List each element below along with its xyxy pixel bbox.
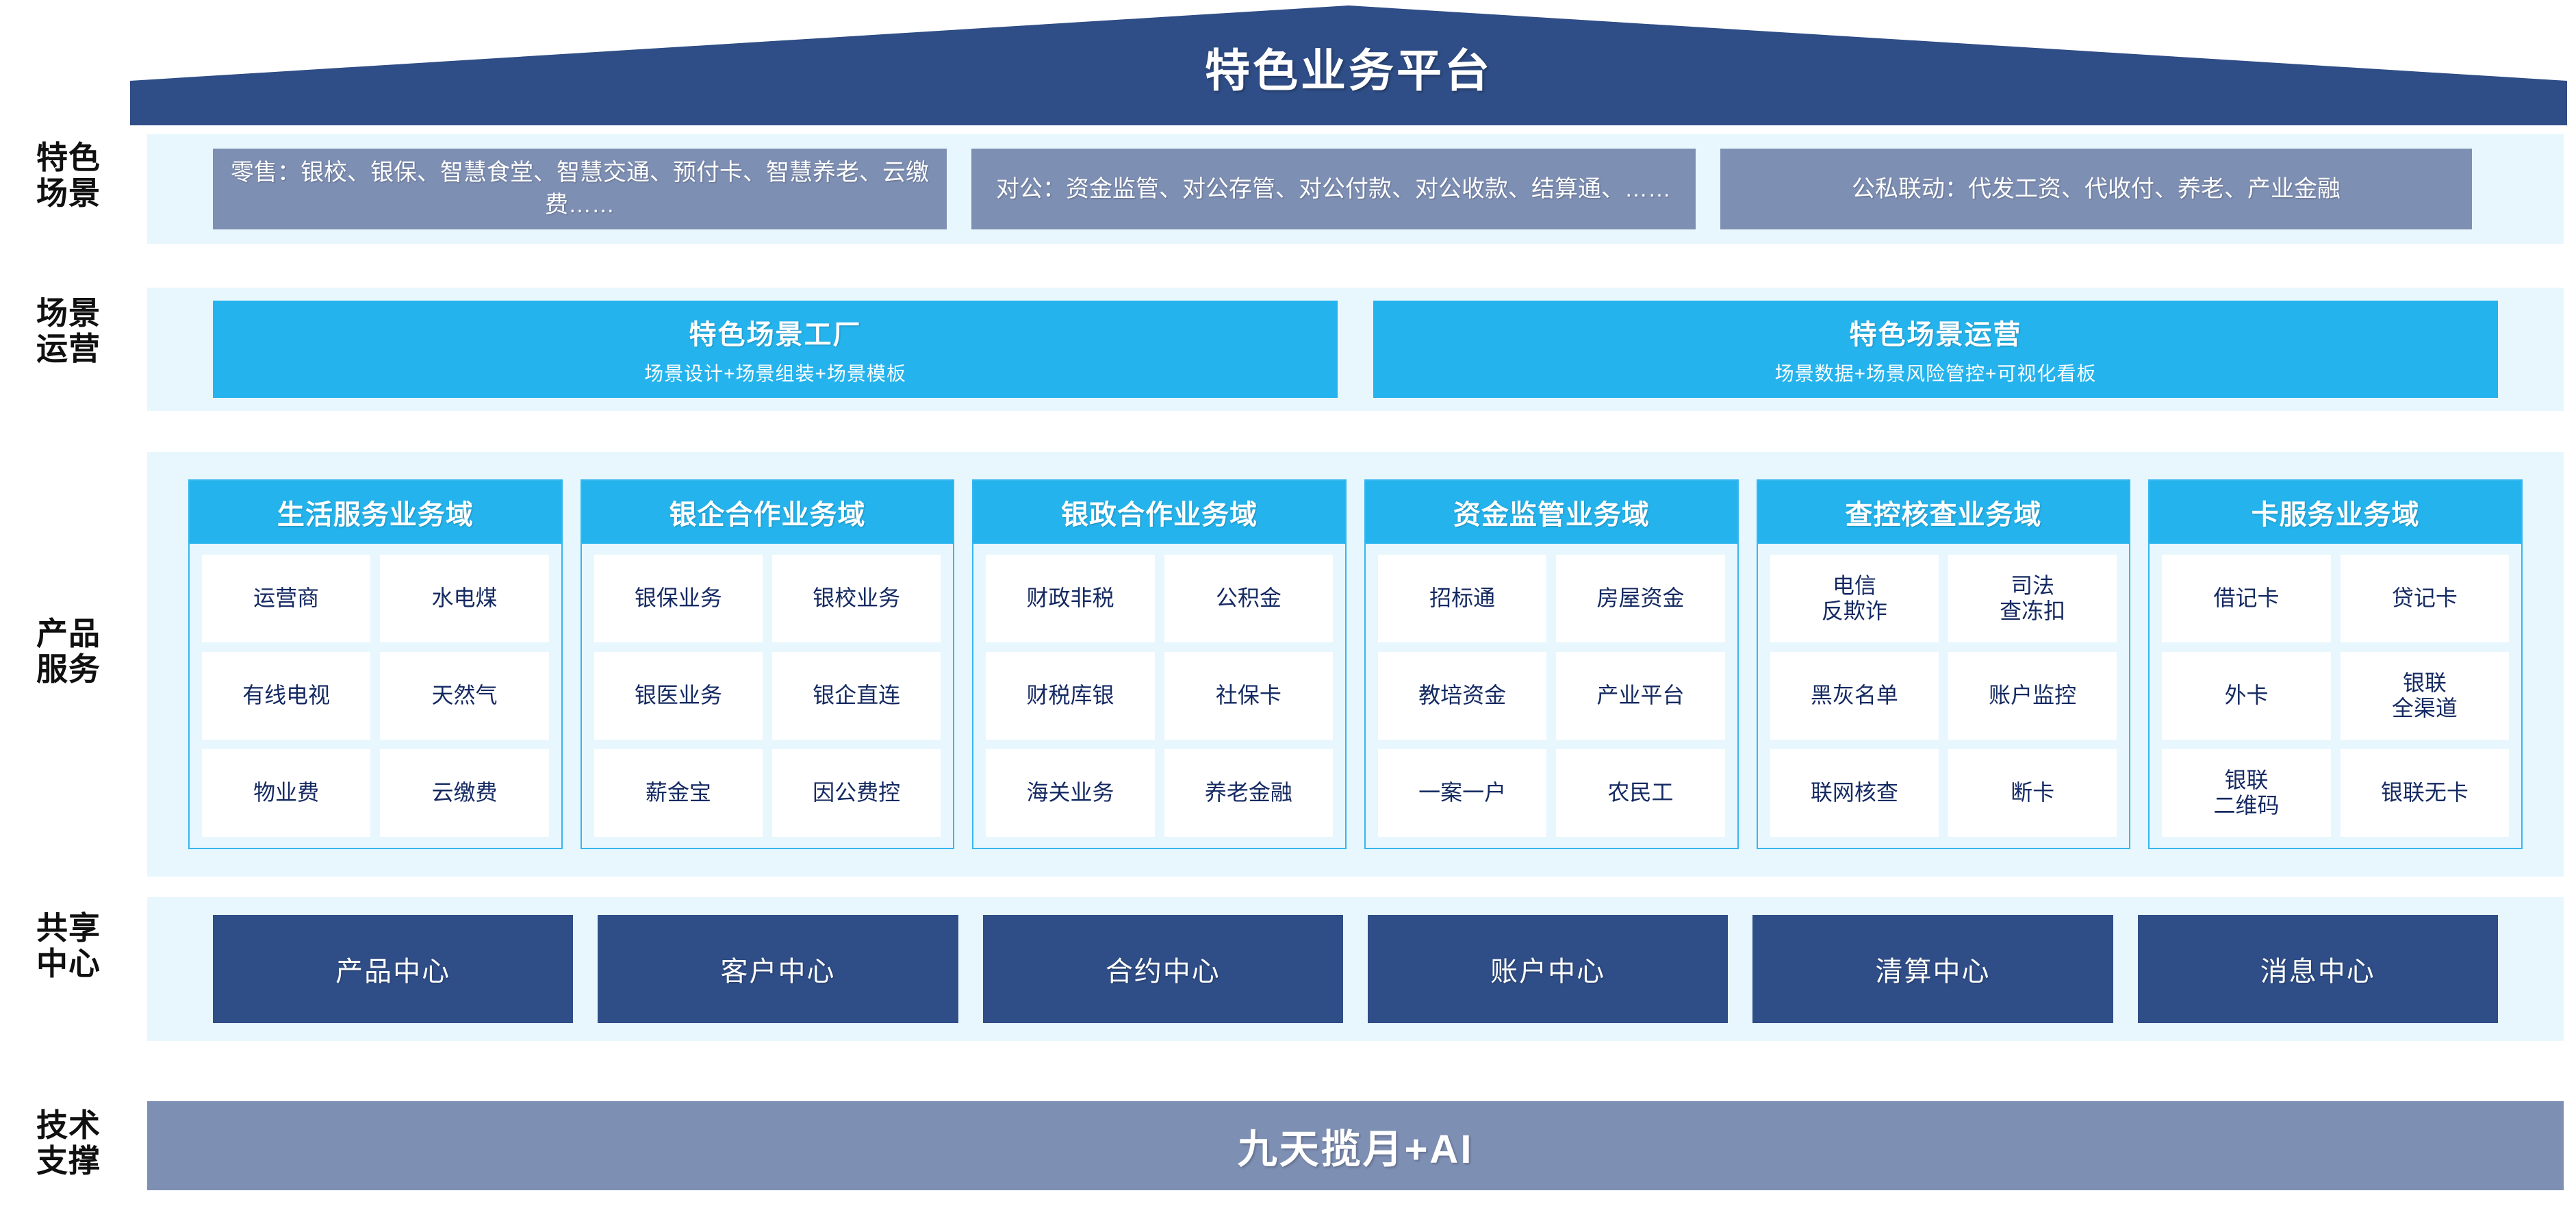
chip-item[interactable]: 社保卡 — [1164, 652, 1334, 740]
chip-item[interactable]: 招标通 — [1378, 555, 1547, 642]
ops-box-scene-factory-subtitle: 场景设计+场景组装+场景模板 — [644, 363, 906, 384]
scene-box-linkage[interactable]: 公私联动：代发工资、代收付、养老、产业金融 — [1720, 149, 2472, 229]
ops-box-scene-operations-subtitle: 场景数据+场景风险管控+可视化看板 — [1774, 363, 2097, 384]
rail-label-tech-support: 技术支撑 — [0, 1107, 137, 1179]
chip-item[interactable]: 银联无卡 — [2340, 749, 2510, 837]
domain-card-card-service[interactable]: 卡服务业务域 借记卡 贷记卡 外卡 银联全渠道 银联二维码 银联无卡 — [2148, 479, 2523, 849]
ops-box-scene-factory[interactable]: 特色场景工厂 场景设计+场景组装+场景模板 — [213, 301, 1338, 398]
left-rail: 特色场景 场景运营 产品服务 共享中心 技术支撑 — [0, 0, 137, 1232]
domain-card-investigation-title: 查控核查业务域 — [1757, 481, 2130, 544]
center-box-account[interactable]: 账户中心 — [1367, 915, 1729, 1023]
chip-item[interactable]: 断卡 — [1948, 749, 2117, 837]
rail-label-shared-center: 共享中心 — [0, 910, 137, 981]
domain-card-investigation[interactable]: 查控核查业务域 电信反欺诈 司法查冻扣 黑灰名单 账户监控 联网核查 断卡 — [1756, 479, 2131, 849]
rail-label-product-service-text: 产品服务 — [36, 616, 101, 687]
domain-card-fund-supervision[interactable]: 资金监管业务域 招标通 房屋资金 教培资金 产业平台 一案一户 农民工 — [1364, 479, 1739, 849]
domain-card-fund-supervision-title: 资金监管业务域 — [1366, 481, 1737, 544]
operations-box-row: 特色场景工厂 场景设计+场景组装+场景模板 特色场景运营 场景数据+场景风险管控… — [147, 288, 2564, 411]
chip-item[interactable]: 薪金宝 — [594, 749, 763, 837]
chip-item[interactable]: 有线电视 — [202, 652, 371, 740]
chip-item[interactable]: 天然气 — [380, 652, 549, 740]
domain-card-card-service-grid: 借记卡 贷记卡 外卡 银联全渠道 银联二维码 银联无卡 — [2150, 544, 2521, 848]
ops-box-scene-factory-title: 特色场景工厂 — [689, 320, 862, 350]
chip-item[interactable]: 账户监控 — [1948, 652, 2117, 740]
chip-item[interactable]: 一案一户 — [1378, 749, 1547, 837]
rail-label-scene-text: 特色场景 — [36, 140, 101, 211]
chip-item[interactable]: 借记卡 — [2162, 555, 2331, 642]
chip-item[interactable]: 银企直连 — [772, 652, 941, 740]
chip-item[interactable]: 物业费 — [202, 749, 371, 837]
chip-item[interactable]: 财政非税 — [986, 555, 1155, 642]
chip-item[interactable]: 海关业务 — [986, 749, 1155, 837]
center-box-settlement[interactable]: 清算中心 — [1752, 915, 2113, 1023]
scene-band: 零售：银校、银保、智慧食堂、智慧交通、预付卡、智慧养老、云缴费…… 对公：资金监… — [147, 134, 2564, 244]
rail-label-tech-support-text: 技术支撑 — [36, 1107, 101, 1179]
center-box-message[interactable]: 消息中心 — [2137, 915, 2498, 1023]
domain-card-bank-enterprise[interactable]: 银企合作业务域 银保业务 银校业务 银医业务 银企直连 薪金宝 因公费控 — [580, 479, 955, 849]
chip-item[interactable]: 财税库银 — [986, 652, 1155, 740]
chip-item[interactable]: 因公费控 — [772, 749, 941, 837]
chip-item[interactable]: 农民工 — [1556, 749, 1725, 837]
platform-banner: 特色业务平台 — [130, 5, 2567, 125]
chip-item[interactable]: 银校业务 — [772, 555, 941, 642]
rail-label-operations: 场景运营 — [0, 295, 137, 366]
chip-item[interactable]: 云缴费 — [380, 749, 549, 837]
domain-card-fund-supervision-grid: 招标通 房屋资金 教培资金 产业平台 一案一户 农民工 — [1366, 544, 1737, 848]
operations-band: 特色场景工厂 场景设计+场景组装+场景模板 特色场景运营 场景数据+场景风险管控… — [147, 288, 2564, 411]
ops-box-scene-operations-title: 特色场景运营 — [1849, 320, 2022, 350]
chip-item[interactable]: 外卡 — [2162, 652, 2331, 740]
roof-shape-icon — [130, 5, 2567, 125]
rail-label-product-service: 产品服务 — [0, 616, 137, 687]
tech-support-bar[interactable]: 九天揽月+AI — [147, 1101, 2564, 1190]
chip-item[interactable]: 银保业务 — [594, 555, 763, 642]
chip-item[interactable]: 产业平台 — [1556, 652, 1725, 740]
chip-item[interactable]: 司法查冻扣 — [1948, 555, 2117, 642]
domain-card-bank-enterprise-title: 银企合作业务域 — [581, 481, 954, 544]
platform-title: 特色业务平台 — [1205, 45, 1492, 96]
rail-label-scene: 特色场景 — [0, 140, 137, 211]
scene-box-row: 零售：银校、银保、智慧食堂、智慧交通、预付卡、智慧养老、云缴费…… 对公：资金监… — [147, 134, 2564, 244]
chip-item[interactable]: 教培资金 — [1378, 652, 1547, 740]
chip-item[interactable]: 电信反欺诈 — [1770, 555, 1939, 642]
ops-box-scene-operations[interactable]: 特色场景运营 场景数据+场景风险管控+可视化看板 — [1373, 301, 2498, 398]
domain-card-life-service-grid: 运营商 水电煤 有线电视 天然气 物业费 云缴费 — [190, 544, 561, 848]
domain-card-bank-enterprise-grid: 银保业务 银校业务 银医业务 银企直连 薪金宝 因公费控 — [582, 544, 954, 848]
rail-label-operations-text: 场景运营 — [36, 295, 101, 366]
chip-item[interactable]: 联网核查 — [1770, 749, 1939, 837]
chip-item[interactable]: 黑灰名单 — [1770, 652, 1939, 740]
domain-card-bank-government-grid: 财政非税 公积金 财税库银 社保卡 海关业务 养老金融 — [973, 544, 1345, 848]
domain-card-card-service-title: 卡服务业务域 — [2150, 481, 2522, 544]
chip-item[interactable]: 房屋资金 — [1556, 555, 1725, 642]
center-box-contract[interactable]: 合约中心 — [982, 915, 1343, 1023]
product-service-band: 生活服务业务域 运营商 水电煤 有线电视 天然气 物业费 云缴费 银企合作业务域… — [147, 452, 2564, 877]
domain-card-life-service[interactable]: 生活服务业务域 运营商 水电煤 有线电视 天然气 物业费 云缴费 — [188, 479, 563, 849]
chip-item[interactable]: 银医业务 — [594, 652, 763, 740]
scene-box-corporate[interactable]: 对公：资金监管、对公存管、对公付款、对公收款、结算通、…… — [971, 149, 1696, 229]
domain-card-row: 生活服务业务域 运营商 水电煤 有线电视 天然气 物业费 云缴费 银企合作业务域… — [147, 452, 2564, 877]
chip-item[interactable]: 银联全渠道 — [2340, 652, 2510, 740]
center-box-product[interactable]: 产品中心 — [213, 915, 574, 1023]
chip-item[interactable]: 养老金融 — [1164, 749, 1334, 837]
chip-item[interactable]: 公积金 — [1164, 555, 1334, 642]
chip-item[interactable]: 贷记卡 — [2340, 555, 2510, 642]
chip-item[interactable]: 运营商 — [202, 555, 371, 642]
domain-card-life-service-title: 生活服务业务域 — [190, 481, 561, 544]
shared-center-band: 产品中心 客户中心 合约中心 账户中心 清算中心 消息中心 — [147, 897, 2564, 1041]
center-box-customer[interactable]: 客户中心 — [598, 915, 958, 1023]
shared-center-row: 产品中心 客户中心 合约中心 账户中心 清算中心 消息中心 — [147, 897, 2564, 1041]
scene-box-retail[interactable]: 零售：银校、银保、智慧食堂、智慧交通、预付卡、智慧养老、云缴费…… — [213, 149, 947, 229]
domain-card-bank-government-title: 银政合作业务域 — [973, 481, 1346, 544]
chip-item[interactable]: 水电煤 — [380, 555, 549, 642]
chip-item[interactable]: 银联二维码 — [2162, 749, 2331, 837]
domain-card-bank-government[interactable]: 银政合作业务域 财政非税 公积金 财税库银 社保卡 海关业务 养老金融 — [972, 479, 1347, 849]
domain-card-investigation-grid: 电信反欺诈 司法查冻扣 黑灰名单 账户监控 联网核查 断卡 — [1758, 544, 2130, 848]
rail-label-shared-center-text: 共享中心 — [36, 910, 101, 981]
